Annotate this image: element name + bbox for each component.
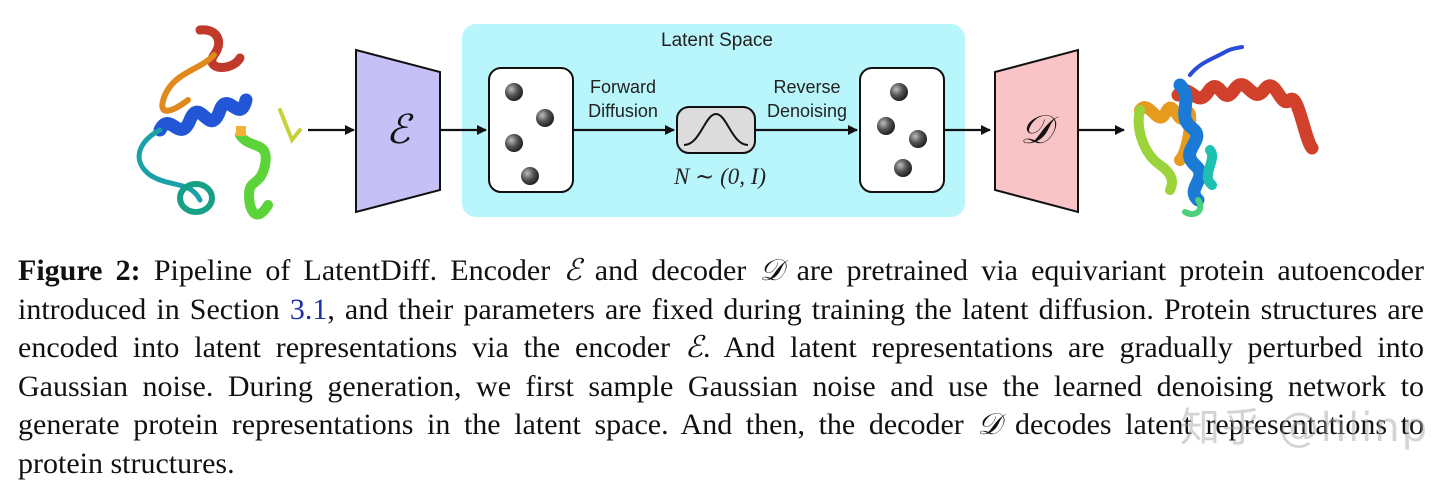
caption-text: are pretrained via equivariant protein a… [18, 254, 1424, 326]
latent-point [536, 109, 554, 127]
forward-diffusion-label-line1: Forward [590, 77, 656, 97]
latent-point [505, 134, 523, 152]
latent-point [909, 130, 927, 148]
caption-text: Pipeline of LatentDiff. Encoder [140, 254, 564, 287]
figure-label: Figure 2: [18, 254, 141, 287]
reverse-denoising-label-line1: Reverse [773, 77, 840, 97]
caption-text: and decoder [581, 254, 760, 287]
caption-text: decodes latent representations to protei… [18, 408, 1424, 480]
latent-point [894, 159, 912, 177]
figure-caption: Figure 2: Pipeline of LatentDiff. Encode… [18, 252, 1424, 483]
watermark: 知乎 @hlinp [1180, 405, 1430, 451]
gaussian-curve-icon [683, 112, 749, 146]
decoder-symbol-inline: 𝒟 [977, 407, 1002, 442]
encoder-symbol-inline: ℰ [563, 253, 582, 288]
latentdiff-pipeline-figure: Latent Space ℰ Forward Diffusion N ∼ (0,… [136, 24, 1319, 220]
decoder-symbol-inline: 𝒟 [759, 253, 784, 288]
encoder-symbol-inline: ℰ [684, 330, 703, 365]
forward-diffusion-label-line2: Diffusion [588, 101, 658, 121]
caption-text: , and their parameters are fixed during … [18, 292, 1424, 365]
encoder-symbol: ℰ [386, 107, 414, 152]
latent-point [521, 167, 539, 185]
latent-point [890, 83, 908, 101]
noise-distribution-label: N ∼ (0, I) [673, 164, 766, 189]
caption-text: . And latent representations are gradual… [18, 331, 1424, 441]
latent-point [877, 117, 895, 135]
protein-structure-input-icon [136, 25, 302, 220]
reverse-denoising-label-line2: Denoising [767, 101, 847, 121]
encoder-block [355, 48, 441, 214]
latent-space-label: Latent Space [661, 30, 773, 51]
protein-structure-output-icon [1133, 45, 1319, 218]
decoder-block [994, 48, 1079, 214]
latent-point [505, 83, 523, 101]
section-reference-link[interactable]: 3.1 [289, 292, 328, 326]
